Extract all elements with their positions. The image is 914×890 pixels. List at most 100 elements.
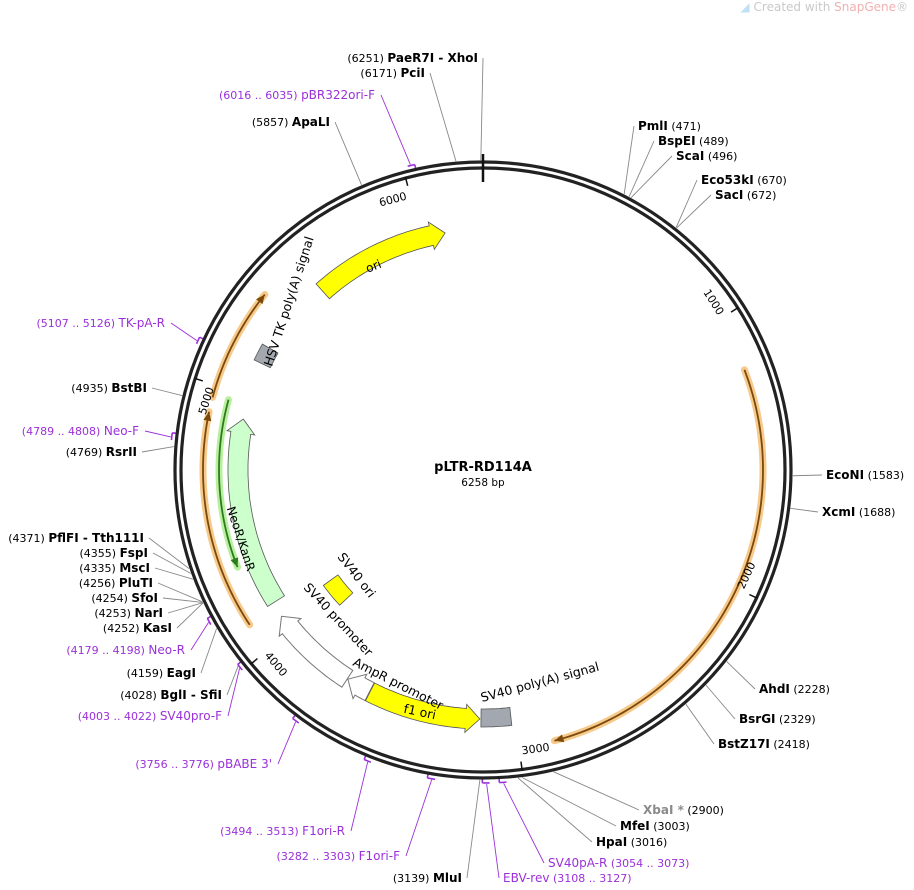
site-kasi-part: (4252) [103,622,140,635]
site-bstz17i-part: BstZ17I [718,737,770,751]
site-scai-part: ScaI [676,149,704,163]
primer-ebv-rev-part: (3108 .. 3127) [553,872,632,885]
site-hpai-part: HpaI [596,835,627,849]
primer-f1ori-r-part: F1ori-R [302,824,345,838]
site-scai: ScaI (496) [676,149,737,163]
primer-sv40pro-f: (4003 .. 4022) SV40pro-F [78,709,222,723]
site-ahdi: AhdI (2228) [759,682,830,696]
primer-leader-line [144,430,171,438]
feature-f1-ori [364,682,481,734]
site-rsrii-part: (4769) [66,446,103,459]
site-bgli-sfii: (4028) BglI - SfiI [120,688,222,702]
primer-pbr322ori-f-part: (6016 .. 6035) [219,89,298,102]
site-ahdi-part: AhdI [759,682,790,696]
site-leader-line [200,628,218,674]
site-leader-line [148,537,190,569]
orf-arrowhead-icon [554,734,565,743]
site-leader-line [167,602,203,614]
site-leader-line [628,140,655,197]
site-leader-line [792,474,823,477]
site-apali-part: ApaLI [292,115,330,129]
primer-mark [363,758,372,763]
site-leader-line [623,125,635,195]
primer-sv40pa-r: SV40pA-R (3054 .. 3073) [548,856,689,870]
site-leader-line [151,387,183,397]
site-bgli-sfii-part: BglI - SfiI [160,688,222,702]
primer-leader-line [227,668,241,717]
site-nari-part: NarI [134,606,163,620]
site-bstz17i: BstZ17I (2418) [718,737,810,751]
site-eagi-part: (4159) [127,667,164,680]
tick-mark [404,176,409,187]
orf-arrowhead-icon [203,411,212,422]
label-layer: (6251) PaeR7I - XhoI(6171) PciI(5857) Ap… [8,51,904,885]
site-xcmi: XcmI (1688) [822,505,895,519]
primer-tk-pa-r: (5107 .. 5126) TK-pA-R [36,316,165,330]
primer-neo-r: (4179 .. 4198) Neo-R [66,643,185,657]
site-paer7i-xhoi: (6251) PaeR7I - XhoI [347,51,478,65]
primer-mark [407,163,415,167]
site-leader-line [466,779,481,879]
site-leader-line [553,771,640,811]
primer-pbr322ori-f-part: pBR322ori-F [301,88,375,102]
site-leader-line [676,194,712,229]
site-bstbi-part: (4935) [71,382,108,395]
primer-neo-r-part: Neo-R [148,643,185,657]
site-mfei-part: (3003) [653,820,690,833]
tick-mark [250,657,258,665]
site-eco53ki-part: Eco53kI [701,173,754,187]
site-hpai: HpaI (3016) [596,835,667,849]
feature-layer [225,221,513,734]
orf-line [202,411,251,626]
site-fspi-part: (4355) [80,547,117,560]
tick-label: 3000 [521,741,550,758]
primer-tk-pa-r-part: (5107 .. 5126) [36,317,115,330]
tick-label: 2000 [735,560,759,591]
primer-sv40pro-f-part: SV40pro-F [160,709,222,723]
label-lines [141,57,823,879]
site-eagi: (4159) EagI [127,666,196,680]
site-pflfi-tth111i: (4371) PflFI - Tth111I [8,531,144,545]
feature-label-hsv-tk-polya: HSV TK poly(A) signal [261,235,317,368]
site-bspei-part: (489) [699,135,729,148]
primer-f1ori-f-part: F1ori-F [359,849,400,863]
site-leader-line [685,704,715,745]
tick-label: 6000 [378,190,408,210]
feature-sv40-poly-a-signal [480,707,513,728]
site-hpai-part: (3016) [631,836,668,849]
site-sfoi-part: (4254) [91,592,128,605]
site-pluti-part: PluTI [119,576,153,590]
site-rsrii-part: RsrII [106,445,137,459]
site-kasi-part: KasI [143,621,172,635]
primer-leader-line [277,721,297,765]
site-leader-line [790,507,819,513]
primer-tk-pa-r-part: TK-pA-R [118,316,166,330]
site-nari-part: (4253) [94,607,131,620]
site-apali-part: (5857) [252,116,289,129]
site-saci-part: SacI [715,188,743,202]
primer-leader-line [486,783,500,879]
orf-highlight [550,366,767,745]
primer-leader-line [190,622,209,651]
feature-label-ori: ori [364,257,384,276]
snapgene-logo-icon: ◢ [740,0,750,14]
site-sfoi-part: SfoI [131,591,158,605]
site-eagi-part: EagI [167,666,196,680]
feature-ampr-promoter [347,673,375,702]
primer-ebv-rev: EBV-rev (3108 .. 3127) [503,871,632,885]
site-msci-part: (4335) [79,562,116,575]
site-leader-line [726,661,756,690]
site-xbai--part: XbaI * [643,803,685,817]
feature-hsv-tk-poly-a-signal [253,343,279,369]
orf-arrowhead-icon [230,557,239,568]
primer-mark [292,717,300,724]
tick-mark [730,306,740,313]
site-bspei: BspEI (489) [658,134,729,148]
feature-label-f1-ori: f1 ori [402,701,437,722]
primer-pbabe-3--part: pBABE 3' [217,757,272,771]
site-saci-part: (672) [747,189,777,202]
site-paer7i-xhoi-part: (6251) [347,52,384,65]
site-leader-line [154,567,193,580]
site-leader-line [705,684,736,720]
site-bstbi-part: BstBI [111,381,147,395]
